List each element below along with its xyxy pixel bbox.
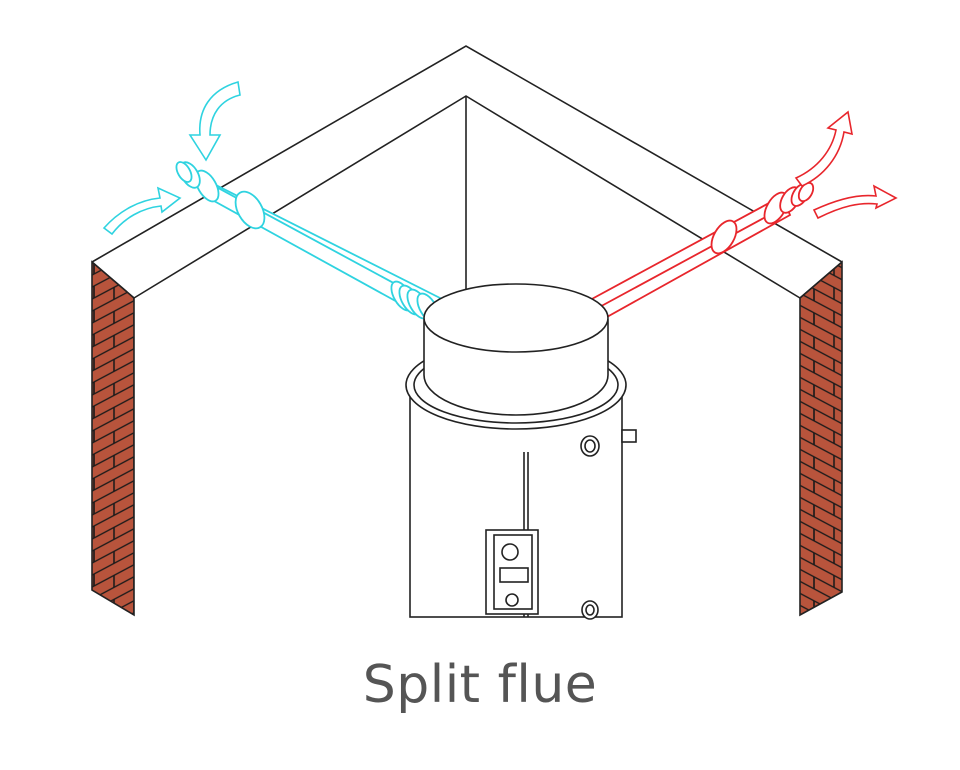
exhaust-arrow-icon [794,110,854,187]
water-heater [405,283,637,620]
exhaust-pipe [588,181,815,324]
airflow-arrows [102,80,898,236]
intake-arrow-icon [188,80,241,162]
diagram-caption: Split flue [362,655,598,715]
split-flue-diagram [91,45,898,620]
exhaust-arrow-icon [812,184,898,220]
air-intake-pipe [175,161,442,324]
brick-wall-right [799,260,843,617]
control-panel [485,529,539,615]
intake-arrow-icon [102,186,182,236]
brick-wall-left [91,260,135,617]
